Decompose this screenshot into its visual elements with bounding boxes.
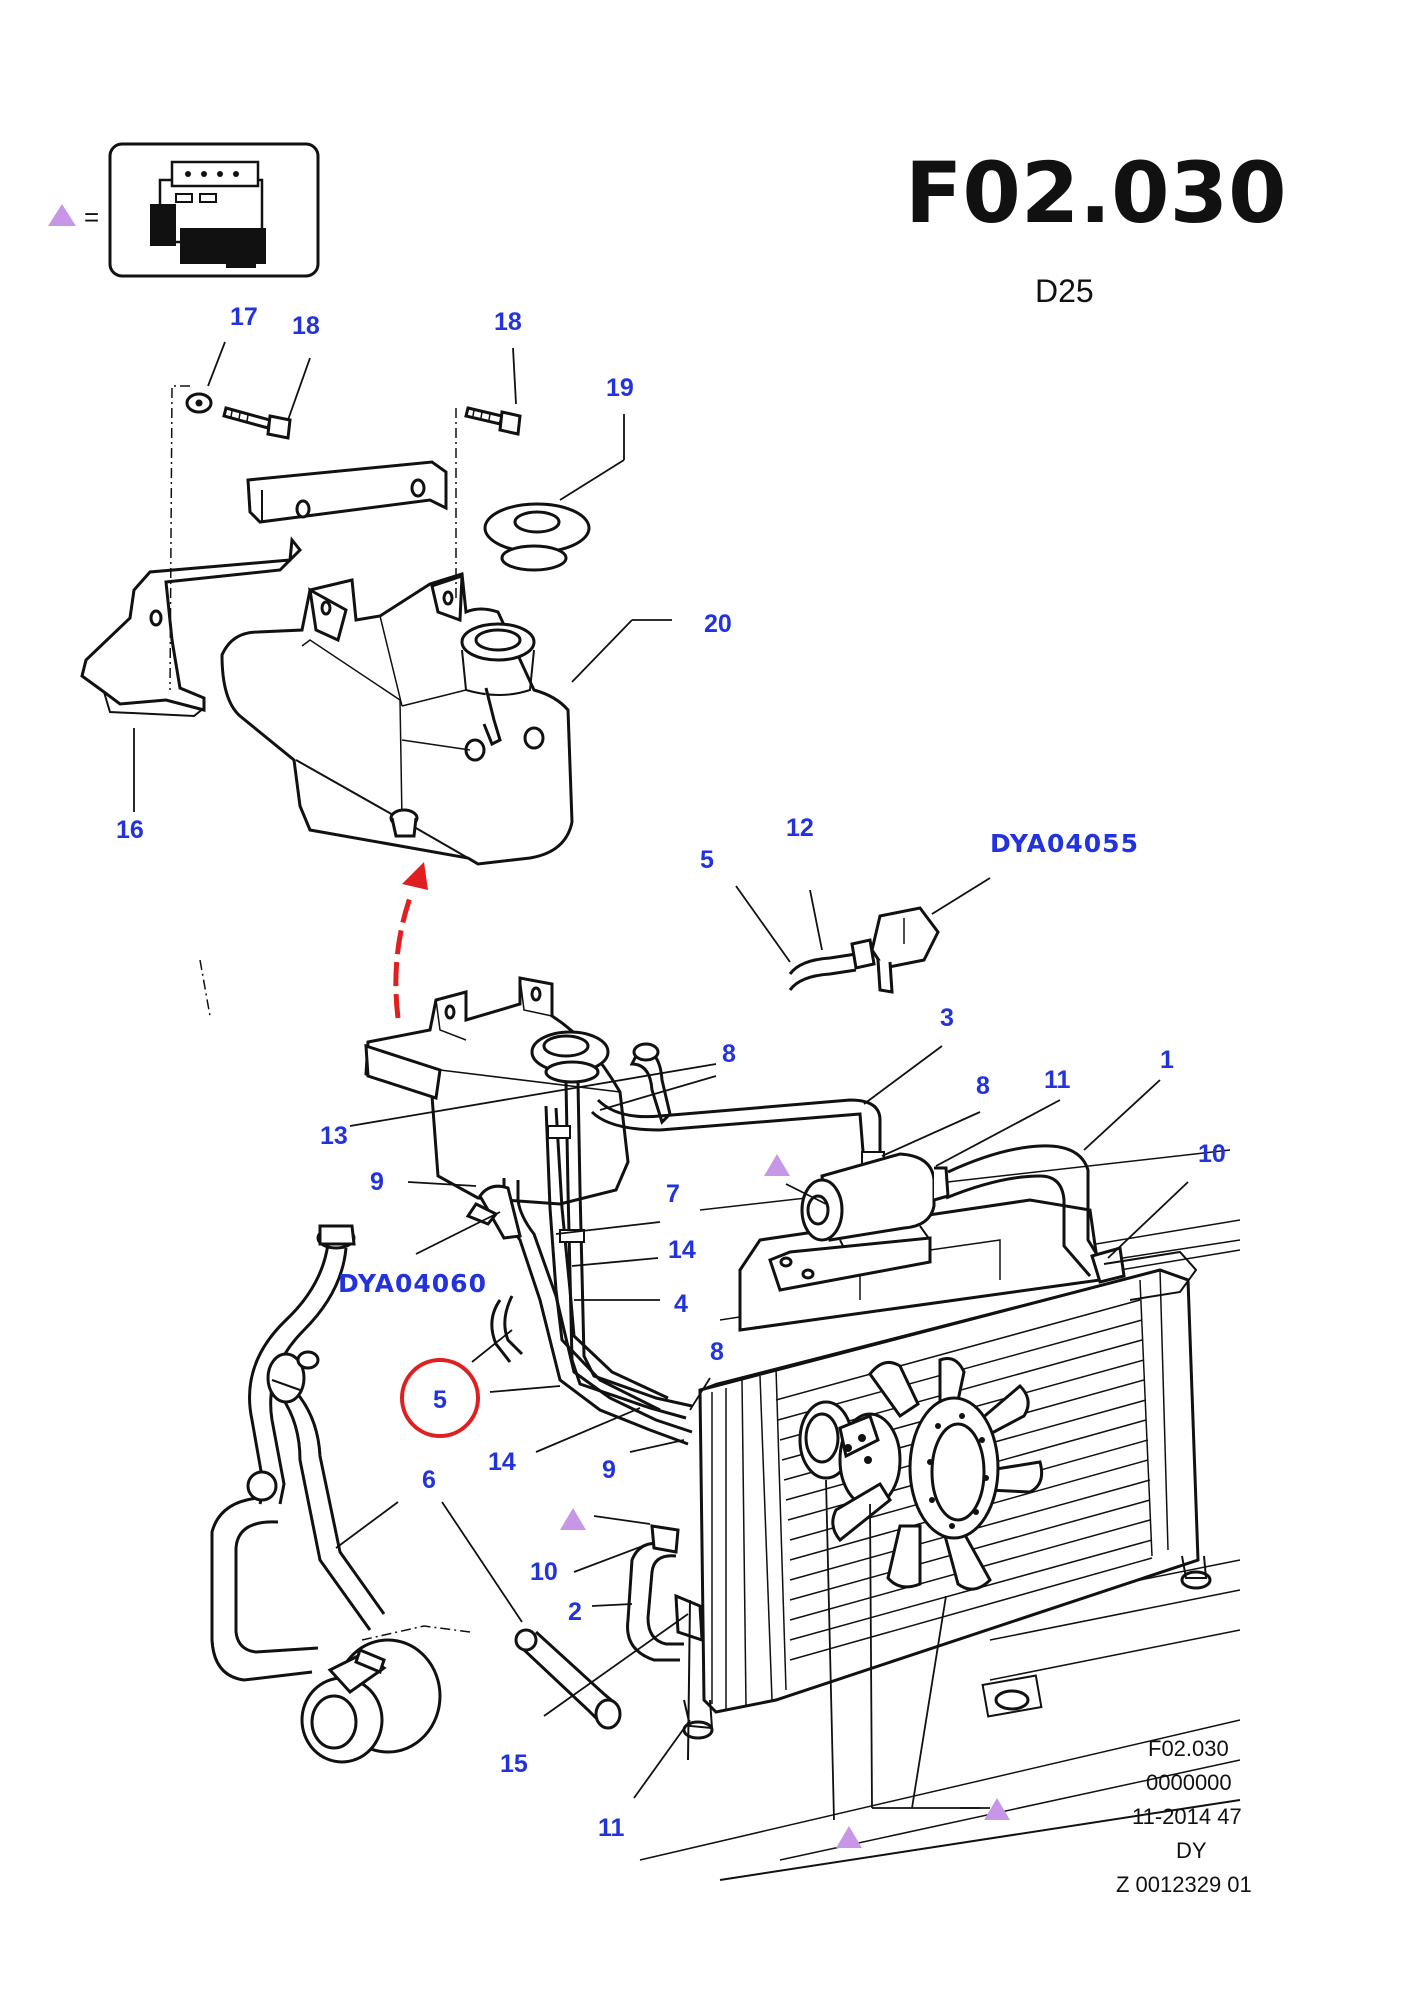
bolt-part-right	[464, 406, 522, 436]
triangle-marker-icon	[764, 1154, 790, 1176]
footer-line: 0000000	[1146, 1770, 1232, 1795]
callout-18: 18	[292, 312, 320, 340]
triangle-marker-icon	[560, 1508, 586, 1530]
callout-1: 1	[1160, 1046, 1174, 1074]
hose-15-part	[361, 1625, 622, 1730]
legend-equals: =	[84, 202, 99, 232]
part-code-label: DYA04060	[338, 1269, 487, 1298]
thermostat-housing-part	[768, 1152, 950, 1292]
top-hose-part	[945, 1144, 1198, 1301]
triangle-markers	[560, 1154, 1010, 1848]
callout-10: 10	[530, 1558, 558, 1586]
callout-19: 19	[606, 374, 634, 402]
hose-runs	[465, 1081, 885, 1446]
heater-hose-part	[210, 1224, 442, 1764]
bolt-part-left	[222, 406, 292, 440]
fan-part	[798, 1357, 1044, 1591]
callout-8: 8	[722, 1040, 736, 1068]
callout-11: 11	[598, 1814, 625, 1842]
callout-10: 10	[1198, 1140, 1226, 1168]
callout-5: 5	[700, 846, 714, 874]
callout-14: 14	[668, 1236, 696, 1264]
callout-8: 8	[710, 1338, 724, 1366]
callout-20: 20	[704, 610, 732, 638]
diagram-subtitle: D25	[1035, 273, 1094, 309]
callout-12: 12	[786, 814, 814, 842]
expansion-tank-part	[220, 572, 574, 866]
engine-icon	[150, 160, 266, 268]
callout-3: 3	[940, 1004, 954, 1032]
footer-line: DY	[1176, 1838, 1207, 1863]
connector-detail	[788, 906, 940, 994]
callout-labels: 17 18 18 19 20 16 5 12 DYA04055 3 8 8 11…	[116, 303, 1226, 1842]
main-assembly	[199, 959, 1241, 1881]
triangle-marker-icon	[836, 1826, 862, 1848]
leader-lines	[133, 341, 1189, 1821]
callout-5-circled: 5	[433, 1386, 447, 1414]
tank-bracket-part	[80, 460, 448, 718]
footer-block: F02.030 0000000 11-2014 47 DY Z 0012329 …	[1116, 1736, 1252, 1897]
callout-18: 18	[494, 308, 522, 336]
red-arrow-icon	[393, 862, 428, 1019]
callout-11: 11	[1044, 1066, 1071, 1094]
callout-7: 7	[666, 1180, 680, 1208]
pressure-cap-part	[483, 502, 591, 572]
callout-17: 17	[230, 303, 258, 331]
triangle-marker-icon	[48, 204, 76, 226]
callout-13: 13	[320, 1122, 348, 1150]
footer-line: 11-2014 47	[1132, 1804, 1242, 1829]
callout-15: 15	[500, 1750, 528, 1778]
highlight-circle-icon	[400, 1358, 480, 1438]
callout-16: 16	[116, 816, 144, 844]
lower-hose-part	[626, 1524, 704, 1761]
footer-line: Z 0012329 01	[1116, 1872, 1252, 1897]
callout-9: 9	[602, 1456, 616, 1484]
callout-9: 9	[370, 1168, 384, 1196]
callout-4: 4	[674, 1290, 688, 1318]
callout-14: 14	[488, 1448, 516, 1476]
triangle-marker-icon	[984, 1798, 1010, 1820]
tank-exploded-view	[80, 385, 591, 866]
washer-part	[185, 392, 213, 414]
footer-line: F02.030	[1148, 1736, 1229, 1761]
expansion-tank-assembled	[364, 976, 672, 1206]
diagram-title: F02.030	[905, 144, 1287, 242]
legend: =	[48, 142, 320, 278]
callout-6: 6	[422, 1466, 436, 1494]
part-code-label: DYA04055	[990, 829, 1139, 858]
callout-2: 2	[568, 1598, 582, 1626]
callout-8: 8	[976, 1072, 990, 1100]
